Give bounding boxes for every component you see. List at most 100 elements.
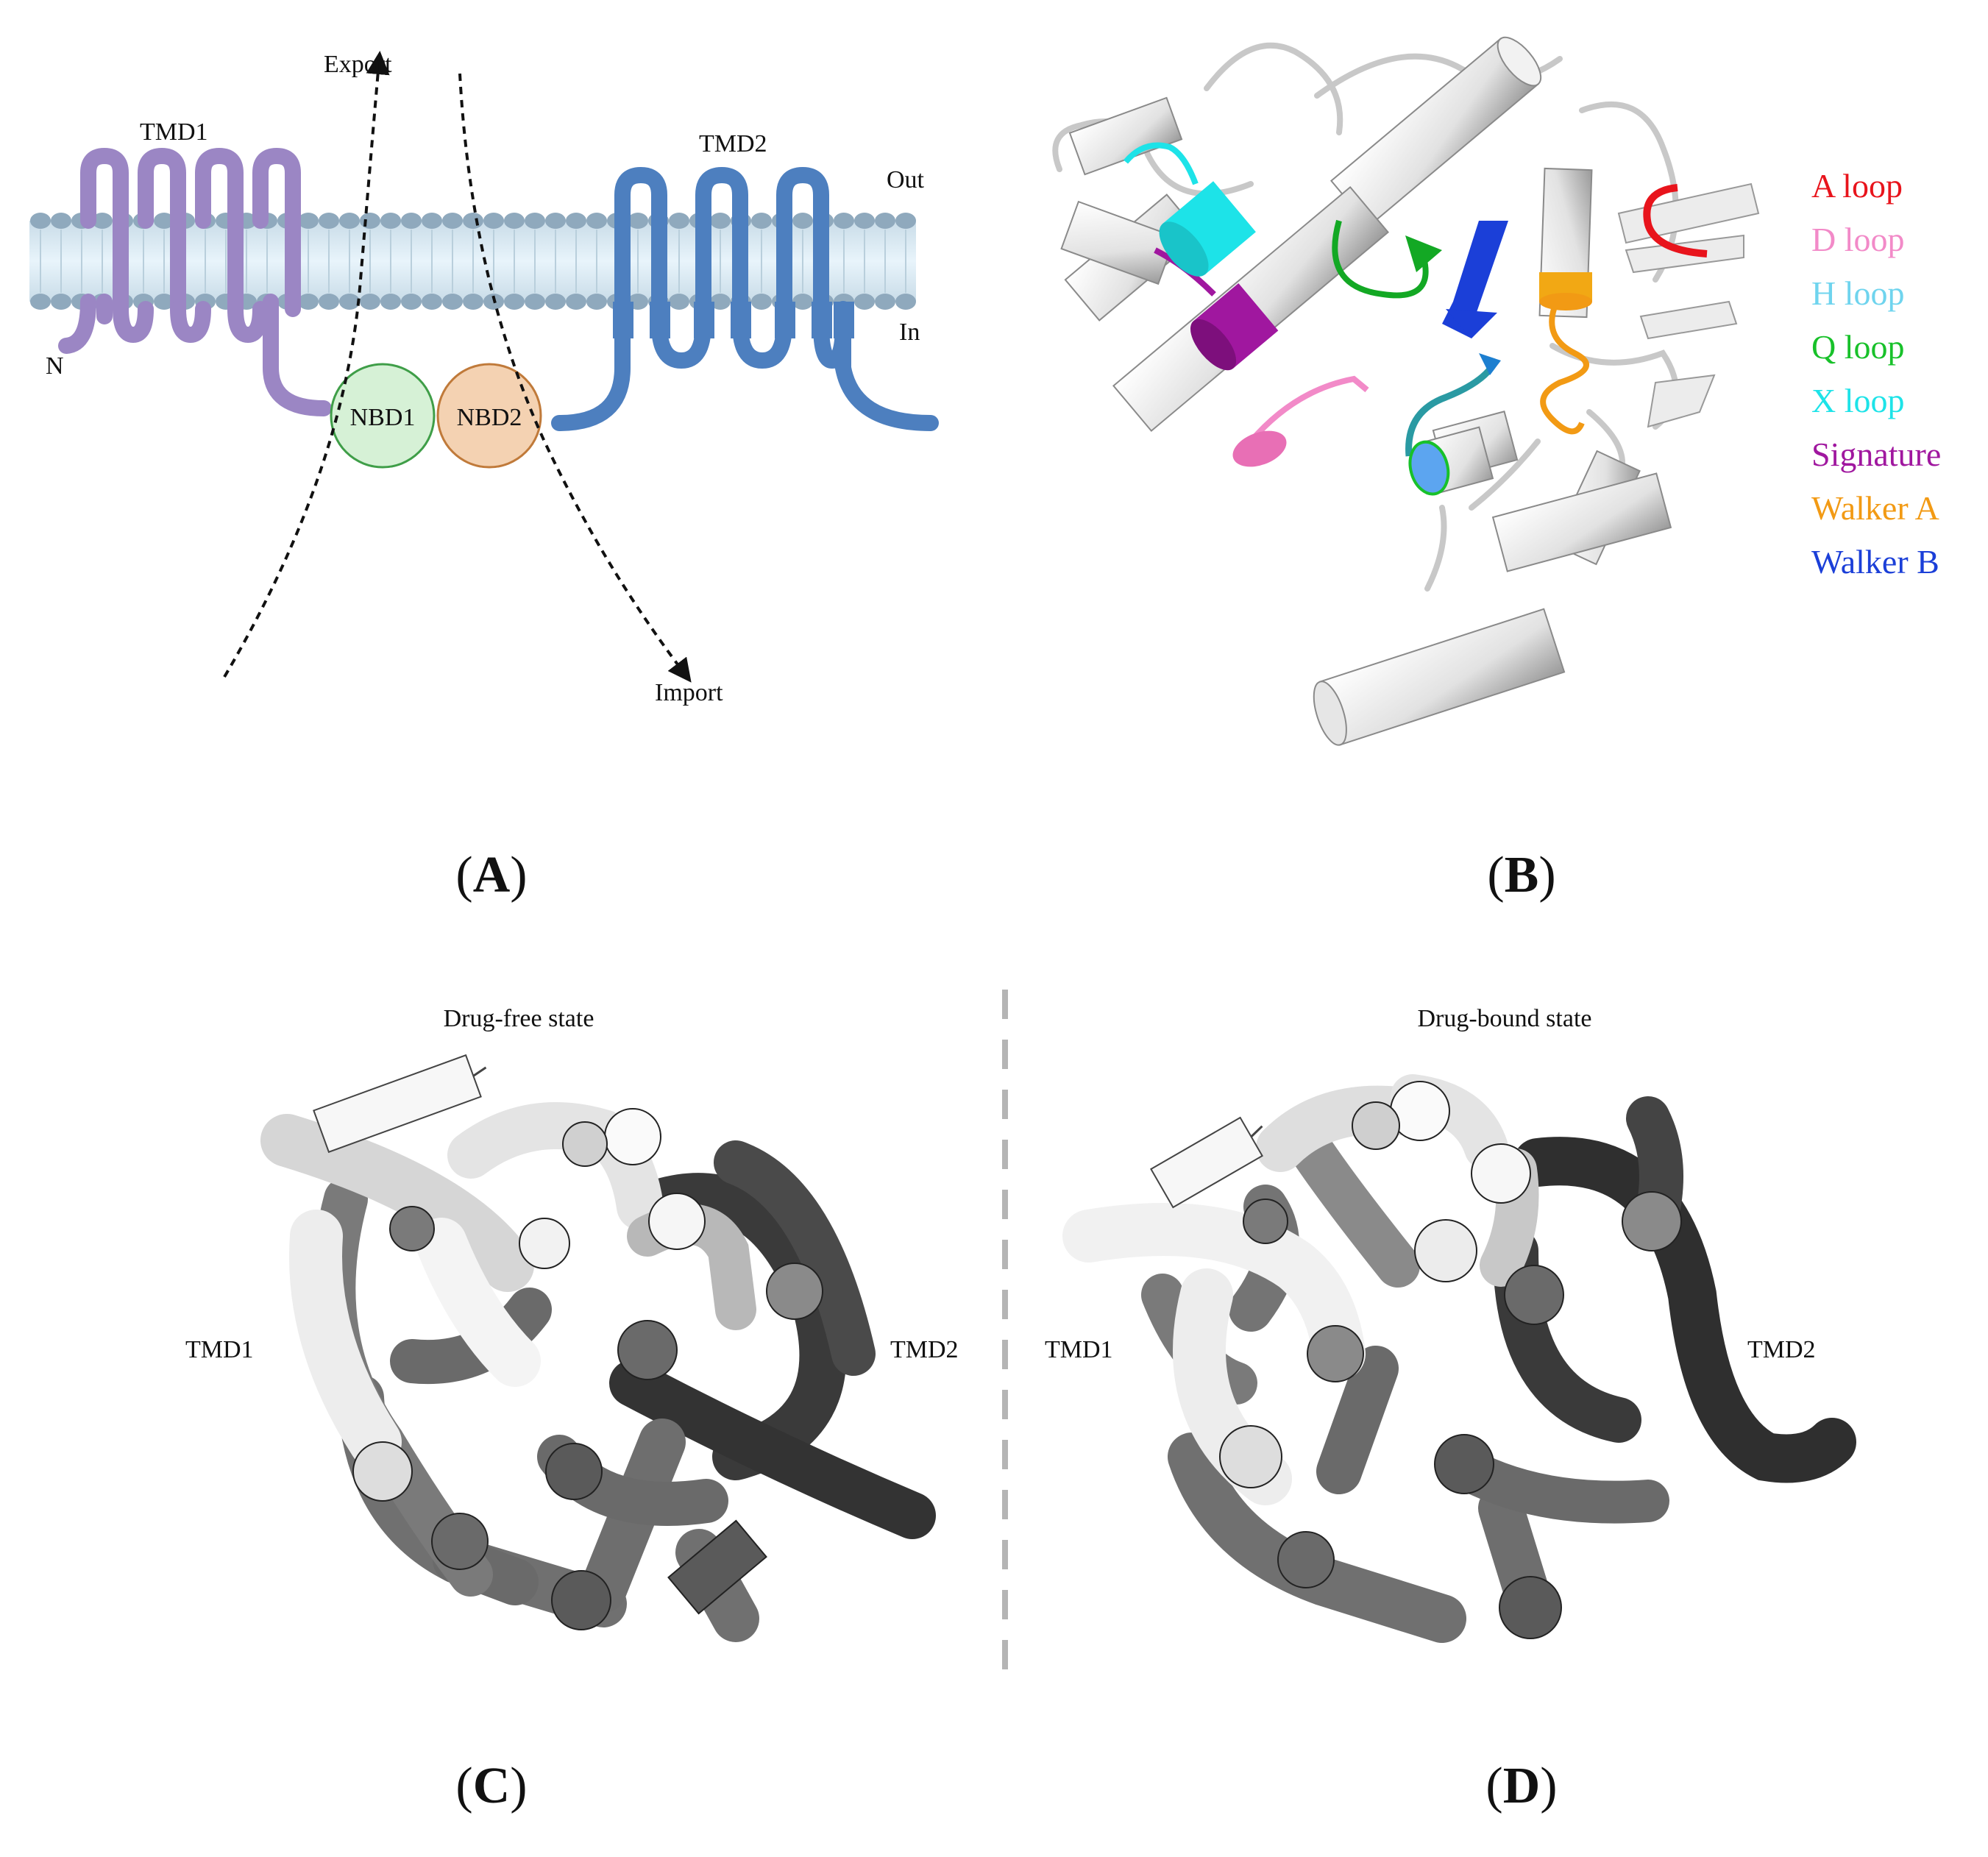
lipid-head [669, 213, 689, 229]
lipid-head [401, 213, 422, 229]
drug-free-helix-bundle [260, 1102, 936, 1642]
panel-a-letter: (A) [455, 847, 527, 903]
x-loop-motif [1159, 181, 1256, 277]
signature-motif [1190, 283, 1279, 371]
lipid-head [380, 294, 401, 310]
a-loop-motif [1643, 184, 1708, 258]
q-loop-motif [1332, 219, 1429, 299]
lipid-head [442, 213, 463, 229]
motif-legend: A loop D loop H loop Q loop X loopSignatureW… [1811, 167, 1941, 580]
in-label: In [899, 319, 920, 346]
nbd2-domain [436, 363, 542, 469]
lipid-head [92, 213, 113, 229]
lipid-head [463, 213, 483, 229]
lipid-head [463, 294, 483, 310]
lipid-head [792, 294, 813, 310]
lipid-head [525, 213, 545, 229]
lipid-head [792, 213, 813, 229]
lipid-head [751, 294, 772, 310]
panel-d-tmd1-label: TMD1 [1045, 1336, 1113, 1363]
lipid-head [30, 213, 51, 229]
walker-b-motif [1442, 221, 1508, 338]
legend-item: D loop [1811, 221, 1905, 258]
d-loop-motif [1248, 375, 1369, 444]
panel-d: Drug-bound state TMD1 TMD2 [1045, 1005, 1856, 1814]
lipid-head [401, 294, 422, 310]
lipid-head [545, 294, 566, 310]
lipid-head [586, 294, 607, 310]
legend-item: Q loop [1811, 328, 1905, 366]
lipid-head [504, 294, 525, 310]
nbd1-domain [330, 363, 436, 469]
lipid-head [710, 294, 731, 310]
nbd2-label: NBD2 [457, 404, 522, 431]
import-arrow [458, 73, 692, 683]
panel-d-tmd2-label: TMD2 [1747, 1336, 1816, 1363]
lipid-head [298, 294, 319, 310]
tmd1-label: TMD1 [140, 118, 208, 146]
lipid-head [545, 213, 566, 229]
export-label: Export [324, 51, 392, 78]
legend-item: A loop [1811, 167, 1903, 205]
tmd2-label: TMD2 [699, 130, 767, 157]
export-arrow [223, 51, 390, 678]
lipid-head [360, 294, 380, 310]
lipid-head [710, 213, 731, 229]
import-label: Import [655, 679, 723, 706]
panel-d-letter: (D) [1485, 1758, 1557, 1814]
panel-c-tmd2-label: TMD2 [890, 1336, 959, 1363]
lipid-head [298, 213, 319, 229]
panel-c: Drug-free state TMD1 TMD2 [185, 1005, 959, 1814]
lipid-head [422, 213, 442, 229]
nbd1-label: NBD1 [350, 404, 416, 431]
lipid-head [566, 294, 586, 310]
tmd2-domain [551, 166, 939, 431]
nbd-ribbon-structure [1052, 36, 1760, 746]
lipid-head [628, 213, 648, 229]
lipid-head [51, 294, 71, 310]
panel-c-tmd1-label: TMD1 [185, 1336, 254, 1363]
lipid-head [834, 213, 854, 229]
lipid-head [566, 213, 586, 229]
lipid-head [319, 294, 339, 310]
h-loop-motif [1405, 362, 1497, 457]
lipid-head [483, 213, 504, 229]
legend-item: X loop [1811, 382, 1905, 419]
lipid-head [154, 213, 174, 229]
panel-d-title: Drug-bound state [1417, 1005, 1591, 1032]
lipid-head [422, 294, 442, 310]
tmd2-intracellular-blocks [613, 302, 854, 338]
lipid-head [854, 213, 875, 229]
lipid-head [854, 294, 875, 310]
panel-c-letter: (C) [455, 1758, 527, 1814]
legend-item: H loop [1811, 274, 1905, 312]
lipid-head [895, 213, 916, 229]
lipid-head [154, 294, 174, 310]
lipid-head [442, 294, 463, 310]
legend-item: Walker B [1811, 543, 1939, 580]
walker-a-motif [1539, 272, 1592, 310]
lipid-head [319, 213, 339, 229]
out-label: Out [887, 166, 925, 193]
lipid-head [751, 213, 772, 229]
lipid-head [339, 213, 360, 229]
legend-item: Signature [1811, 436, 1941, 473]
lipid-head [51, 213, 71, 229]
lipid-head [875, 294, 895, 310]
lipid-head [30, 294, 51, 310]
legend-item: Walker A [1811, 489, 1939, 527]
lipid-head [360, 213, 380, 229]
lipid-head [525, 294, 545, 310]
panel-b: A loop D loop H loop Q loop X loopSignatureW… [1052, 36, 1941, 903]
panel-c-title: Drug-free state [444, 1005, 594, 1032]
lipid-head [875, 213, 895, 229]
tmd1-domain [58, 147, 332, 416]
lipid-head [504, 213, 525, 229]
panel-b-letter: (B) [1487, 847, 1555, 903]
lipid-head [586, 213, 607, 229]
n-terminus-label: N [46, 352, 64, 380]
lipid-head [380, 213, 401, 229]
lipid-head [339, 294, 360, 310]
lipid-head [669, 294, 689, 310]
